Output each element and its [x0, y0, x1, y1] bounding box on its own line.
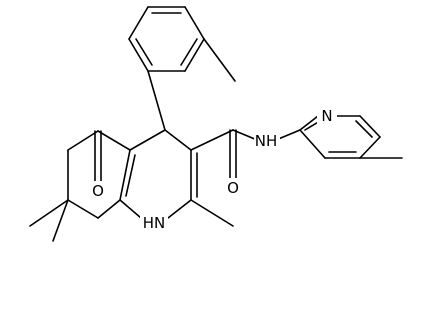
bond — [299, 115, 319, 131]
bond — [128, 6, 149, 40]
bond — [128, 38, 149, 72]
bond — [97, 130, 131, 151]
bond — [180, 38, 198, 66]
bond — [119, 199, 142, 219]
bond — [167, 199, 192, 219]
bond — [135, 38, 153, 66]
bond — [355, 120, 373, 138]
atom-label-oxygen-amide: O — [227, 179, 239, 197]
bond — [190, 199, 234, 227]
bond — [359, 115, 381, 138]
bond — [67, 130, 99, 151]
bond — [232, 129, 258, 141]
bond — [164, 129, 192, 151]
bond — [125, 154, 136, 197]
bond — [359, 136, 381, 159]
bond — [184, 6, 205, 40]
bond — [97, 199, 121, 219]
bonds — [29, 6, 403, 242]
bond — [190, 129, 234, 151]
atom-label-oxygen-ketone: O — [92, 182, 104, 200]
bond — [147, 70, 166, 131]
bond — [67, 199, 99, 219]
atom-label-nitrogen-ring: HN — [143, 214, 166, 232]
bond — [119, 149, 131, 201]
bond — [129, 129, 166, 151]
atom-labels: O O NH HN N — [87, 106, 337, 233]
atom-label-nitrogen-amide: NH — [255, 132, 278, 150]
bond — [29, 199, 69, 227]
bond — [299, 129, 326, 159]
bond — [184, 38, 205, 72]
bond — [52, 199, 69, 242]
atom-label-nitrogen-pyridine: N — [321, 107, 332, 125]
bond — [203, 38, 236, 82]
